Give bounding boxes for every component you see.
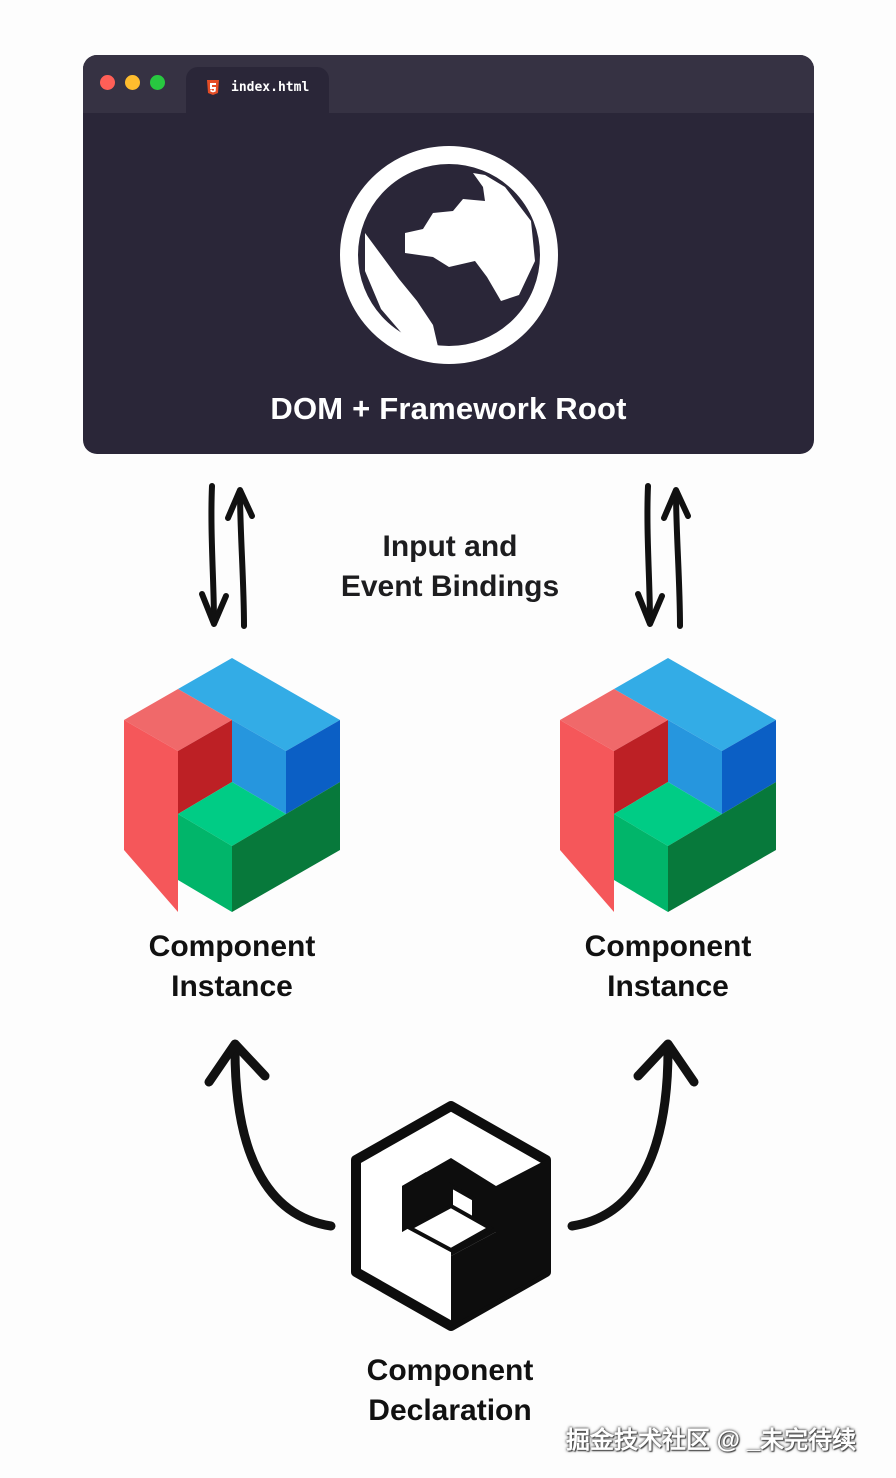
bindings-label: Input and Event Bindings — [340, 530, 560, 603]
html5-icon — [207, 80, 219, 95]
tab-label: index.html — [231, 80, 310, 95]
component-cube-icon — [560, 658, 776, 912]
globe-icon — [340, 146, 558, 364]
declaration-label: Component Declaration — [366, 1354, 534, 1427]
curved-arrow-icon — [204, 1039, 336, 1231]
window-titlebar: index.html — [83, 55, 814, 117]
root-label: DOM + Framework Root — [270, 391, 627, 426]
close-window-button[interactable] — [100, 75, 115, 90]
bidirectional-arrow-icon — [199, 483, 255, 629]
curved-arrow-icon — [567, 1039, 699, 1231]
maximize-window-button[interactable] — [150, 75, 165, 90]
instance-label-left: Component Instance — [148, 930, 316, 1003]
component-cube-icon — [124, 658, 340, 912]
bidirectional-arrow-icon — [635, 483, 691, 629]
watermark: 掘金技术社区 @ _未完待续 — [566, 1427, 857, 1454]
tab-index-html[interactable]: index.html — [186, 67, 329, 117]
component-declaration-cube-icon — [351, 1101, 551, 1331]
minimize-window-button[interactable] — [125, 75, 140, 90]
instance-label-right: Component Instance — [584, 930, 752, 1003]
browser-window: index.html DOM + Framework Root — [83, 55, 814, 454]
